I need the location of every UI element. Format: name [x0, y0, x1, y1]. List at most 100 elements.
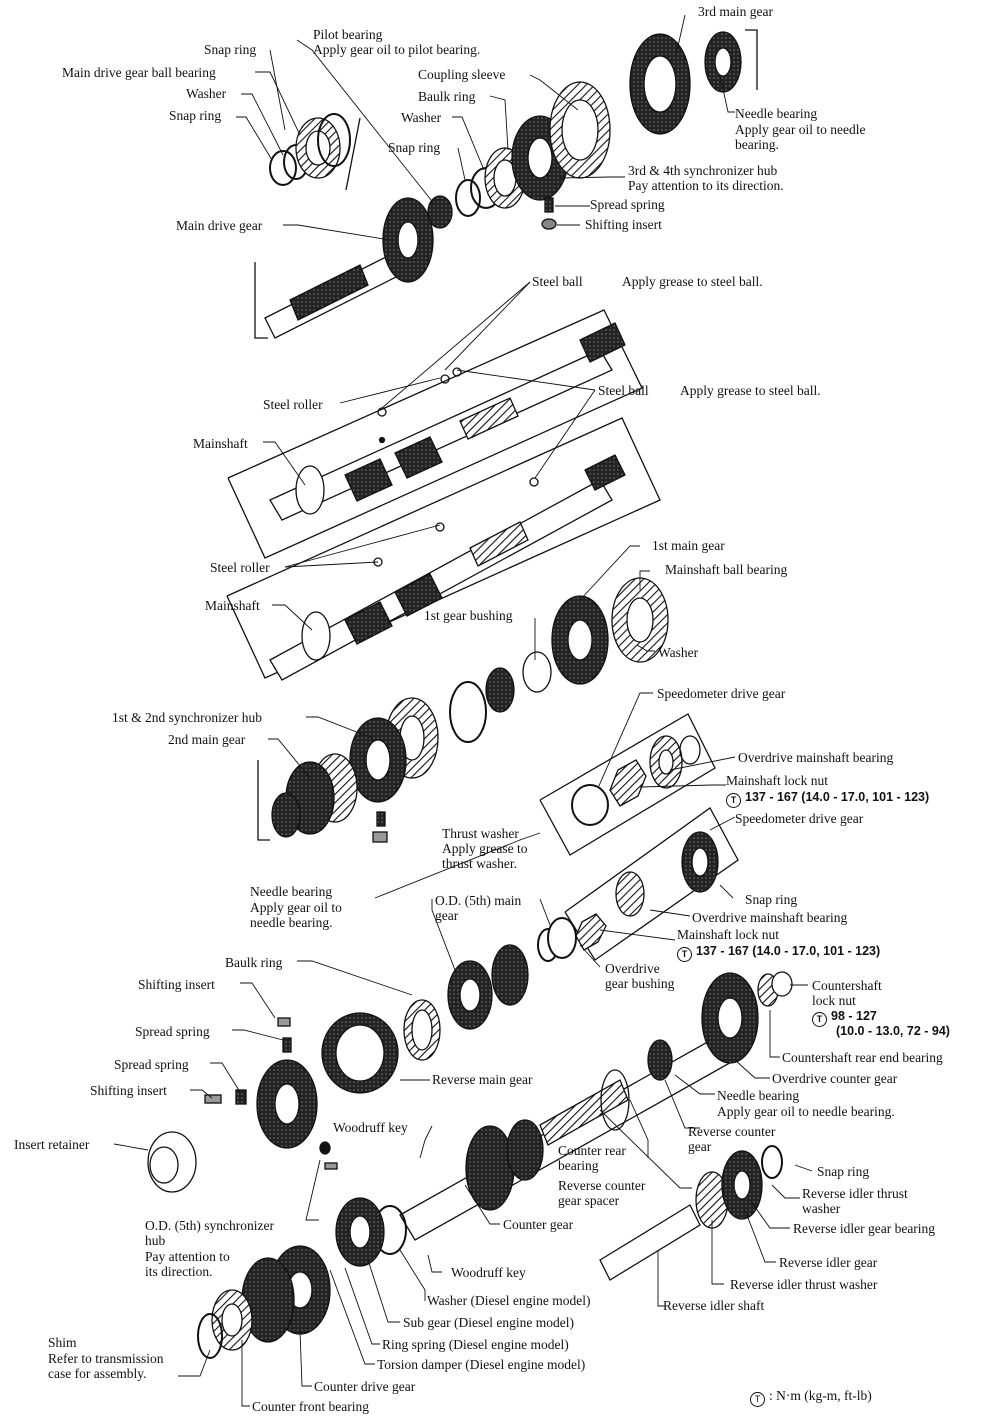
label-torsion-damper: Torsion damper (Diesel engine model): [377, 1357, 586, 1372]
label-reverse-main-gear: Reverse main gear: [432, 1072, 533, 1087]
label-sync-hub-34: 3rd & 4th synchronizer hub: [628, 163, 778, 178]
label-snap-ring-mid: Snap ring: [388, 140, 441, 155]
label-mainshaft-lock-nut-1: Mainshaft lock nut: [726, 773, 828, 788]
label-baulk-ring-low: Baulk ring: [225, 955, 283, 970]
label-steel-ball-1: Steel ball: [532, 274, 583, 289]
label-2nd-main-gear: 2nd main gear: [168, 732, 246, 747]
label-steel-roller-1: Steel roller: [263, 397, 323, 412]
label-washer-mid: Washer: [401, 110, 442, 125]
torque-3-value: 98 - 127: [831, 1009, 877, 1023]
label-counter-front-bearing: Counter front bearing: [252, 1399, 369, 1414]
label-reverse-idler-gear-bearing: Reverse idler gear bearing: [793, 1221, 936, 1236]
label-overdrive-mainshaft-bearing-1: Overdrive mainshaft bearing: [738, 750, 894, 765]
label-3rd-main-gear: 3rd main gear: [698, 4, 773, 19]
main-drive-gear-shape: [264, 197, 434, 339]
label-torque-2: T 137 - 167 (14.0 - 17.0, 101 - 123): [677, 944, 880, 962]
torque-1-value: 137 - 167 (14.0 - 17.0, 101 - 123): [745, 790, 930, 804]
label-washer-top: Washer: [186, 86, 227, 101]
label-steel-ball-2-note: Apply grease to steel ball.: [680, 383, 821, 398]
label-snap-ring-right: Snap ring: [745, 892, 798, 907]
label-od-sync-hub-note: Pay attention to its direction.: [145, 1249, 230, 1279]
label-reverse-counter-gear-spacer: Reverse counter gear spacer: [558, 1178, 646, 1208]
label-needle-bearing-low: Needle bearing: [717, 1088, 800, 1103]
label-1st-main-gear: 1st main gear: [652, 538, 725, 553]
torque-legend-units: : N·m (kg-m, ft-lb): [769, 1388, 872, 1403]
label-torque-1: T 137 - 167 (14.0 - 17.0, 101 - 123): [726, 790, 929, 808]
label-speedometer-drive-gear-1: Speedometer drive gear: [657, 686, 786, 701]
label-mainshaft-lock-nut-2: Mainshaft lock nut: [677, 927, 779, 942]
label-woodruff-key-2: Woodruff key: [451, 1265, 526, 1280]
label-sync-hub-12: 1st & 2nd synchronizer hub: [112, 710, 262, 725]
counter-gear-shape: [399, 1034, 736, 1241]
label-od-sync-hub: O.D. (5th) synchronizer hub: [145, 1218, 274, 1248]
label-needle-bearing-mid-note: Apply gear oil to needle bearing.: [250, 900, 342, 930]
label-reverse-idler-thrust-washer-2: Reverse idler thrust washer: [730, 1277, 878, 1292]
label-baulk-ring-top: Baulk ring: [418, 89, 476, 104]
label-woodruff-key-1: Woodruff key: [333, 1120, 408, 1135]
label-steel-roller-2: Steel roller: [210, 560, 270, 575]
label-reverse-counter-gear: Reverse counter gear: [688, 1124, 776, 1154]
label-main-drive-gear-ball-bearing: Main drive gear ball bearing: [62, 65, 216, 80]
label-reverse-idler-gear: Reverse idler gear: [779, 1255, 878, 1270]
speedometer-box-1: [539, 713, 716, 856]
label-overdrive-gear-bushing: Overdrive gear bushing: [605, 961, 675, 991]
label-1st-gear-bushing: 1st gear bushing: [424, 608, 513, 623]
label-steel-ball-1-note: Apply grease to steel ball.: [622, 274, 763, 289]
label-overdrive-counter-gear: Overdrive counter gear: [772, 1071, 898, 1086]
label-needle-bearing-top: Needle bearing: [735, 106, 818, 121]
label-needle-bearing-mid: Needle bearing: [250, 884, 333, 899]
label-main-drive-gear: Main drive gear: [176, 218, 263, 233]
label-torque-3b: (10.0 - 13.0, 72 - 94): [836, 1024, 950, 1038]
label-overdrive-mainshaft-bearing-2: Overdrive mainshaft bearing: [692, 910, 848, 925]
label-thrust-washer: Thrust washer: [442, 826, 519, 841]
label-mainshaft-2: Mainshaft: [205, 598, 260, 613]
torque-symbol-icon: T: [677, 947, 692, 962]
label-coupling-sleeve: Coupling sleeve: [418, 67, 506, 82]
label-shifting-insert-low1: Shifting insert: [138, 977, 215, 992]
label-shim: Shim: [48, 1335, 77, 1350]
label-spread-spring-low2: Spread spring: [114, 1057, 189, 1072]
label-ring-spring: Ring spring (Diesel engine model): [382, 1337, 569, 1352]
label-washer-diesel: Washer (Diesel engine model): [427, 1293, 591, 1308]
label-speedometer-drive-gear-2: Speedometer drive gear: [735, 811, 864, 826]
label-pilot-bearing-note: Apply gear oil to pilot bearing.: [313, 42, 481, 57]
torque-legend: T : N·m (kg-m, ft-lb): [750, 1388, 872, 1407]
label-needle-bearing-low-note: Apply gear oil to needle bearing.: [717, 1104, 895, 1119]
label-mainshaft-ball-bearing: Mainshaft ball bearing: [665, 562, 788, 577]
label-needle-bearing-top-note: Apply gear oil to needle bearing.: [735, 122, 866, 152]
label-countershaft-rear-end-bearing: Countershaft rear end bearing: [782, 1050, 943, 1065]
label-shifting-insert-top: Shifting insert: [585, 217, 662, 232]
label-snap-ring-low: Snap ring: [817, 1164, 870, 1179]
torque-symbol-icon: T: [750, 1392, 765, 1407]
label-mainshaft-1: Mainshaft: [193, 436, 248, 451]
label-thrust-washer-note: Apply grease to thrust washer.: [442, 841, 528, 871]
label-washer-right: Washer: [658, 645, 699, 660]
label-counter-drive-gear: Counter drive gear: [314, 1379, 416, 1394]
label-reverse-idler-shaft: Reverse idler shaft: [663, 1298, 765, 1313]
label-sync-hub-34-note: Pay attention to its direction.: [628, 178, 784, 193]
label-sub-gear: Sub gear (Diesel engine model): [403, 1315, 574, 1330]
label-countershaft-lock-nut: Countershaft lock nut: [812, 978, 882, 1008]
torque-symbol-icon: T: [812, 1012, 827, 1027]
torque-symbol-icon: T: [726, 793, 741, 808]
label-spread-spring-low1: Spread spring: [135, 1024, 210, 1039]
label-spread-spring-top: Spread spring: [590, 197, 665, 212]
mainshaft-2-shape: [269, 454, 626, 681]
label-snap-ring-top2: Snap ring: [169, 108, 222, 123]
label-insert-retainer: Insert retainer: [14, 1137, 90, 1152]
label-pilot-bearing: Pilot bearing: [313, 27, 383, 42]
label-counter-gear: Counter gear: [503, 1217, 574, 1232]
mainshaft-1-shape: [269, 322, 626, 521]
label-torque-3: T 98 - 127: [812, 1009, 877, 1027]
label-shifting-insert-low2: Shifting insert: [90, 1083, 167, 1098]
label-reverse-idler-thrust-washer-1: Reverse idler thrust washer: [802, 1186, 908, 1216]
mainshaft-box-1: [227, 309, 643, 559]
mainshaft-box-2: [226, 417, 661, 679]
torque-2-value: 137 - 167 (14.0 - 17.0, 101 - 123): [696, 944, 881, 958]
label-counter-rear-bearing: Counter rear bearing: [558, 1143, 626, 1173]
label-shim-note: Refer to transmission case for assembly.: [48, 1351, 164, 1381]
label-steel-ball-2: Steel ball: [598, 383, 649, 398]
label-od-main-gear: O.D. (5th) main gear: [435, 893, 522, 923]
